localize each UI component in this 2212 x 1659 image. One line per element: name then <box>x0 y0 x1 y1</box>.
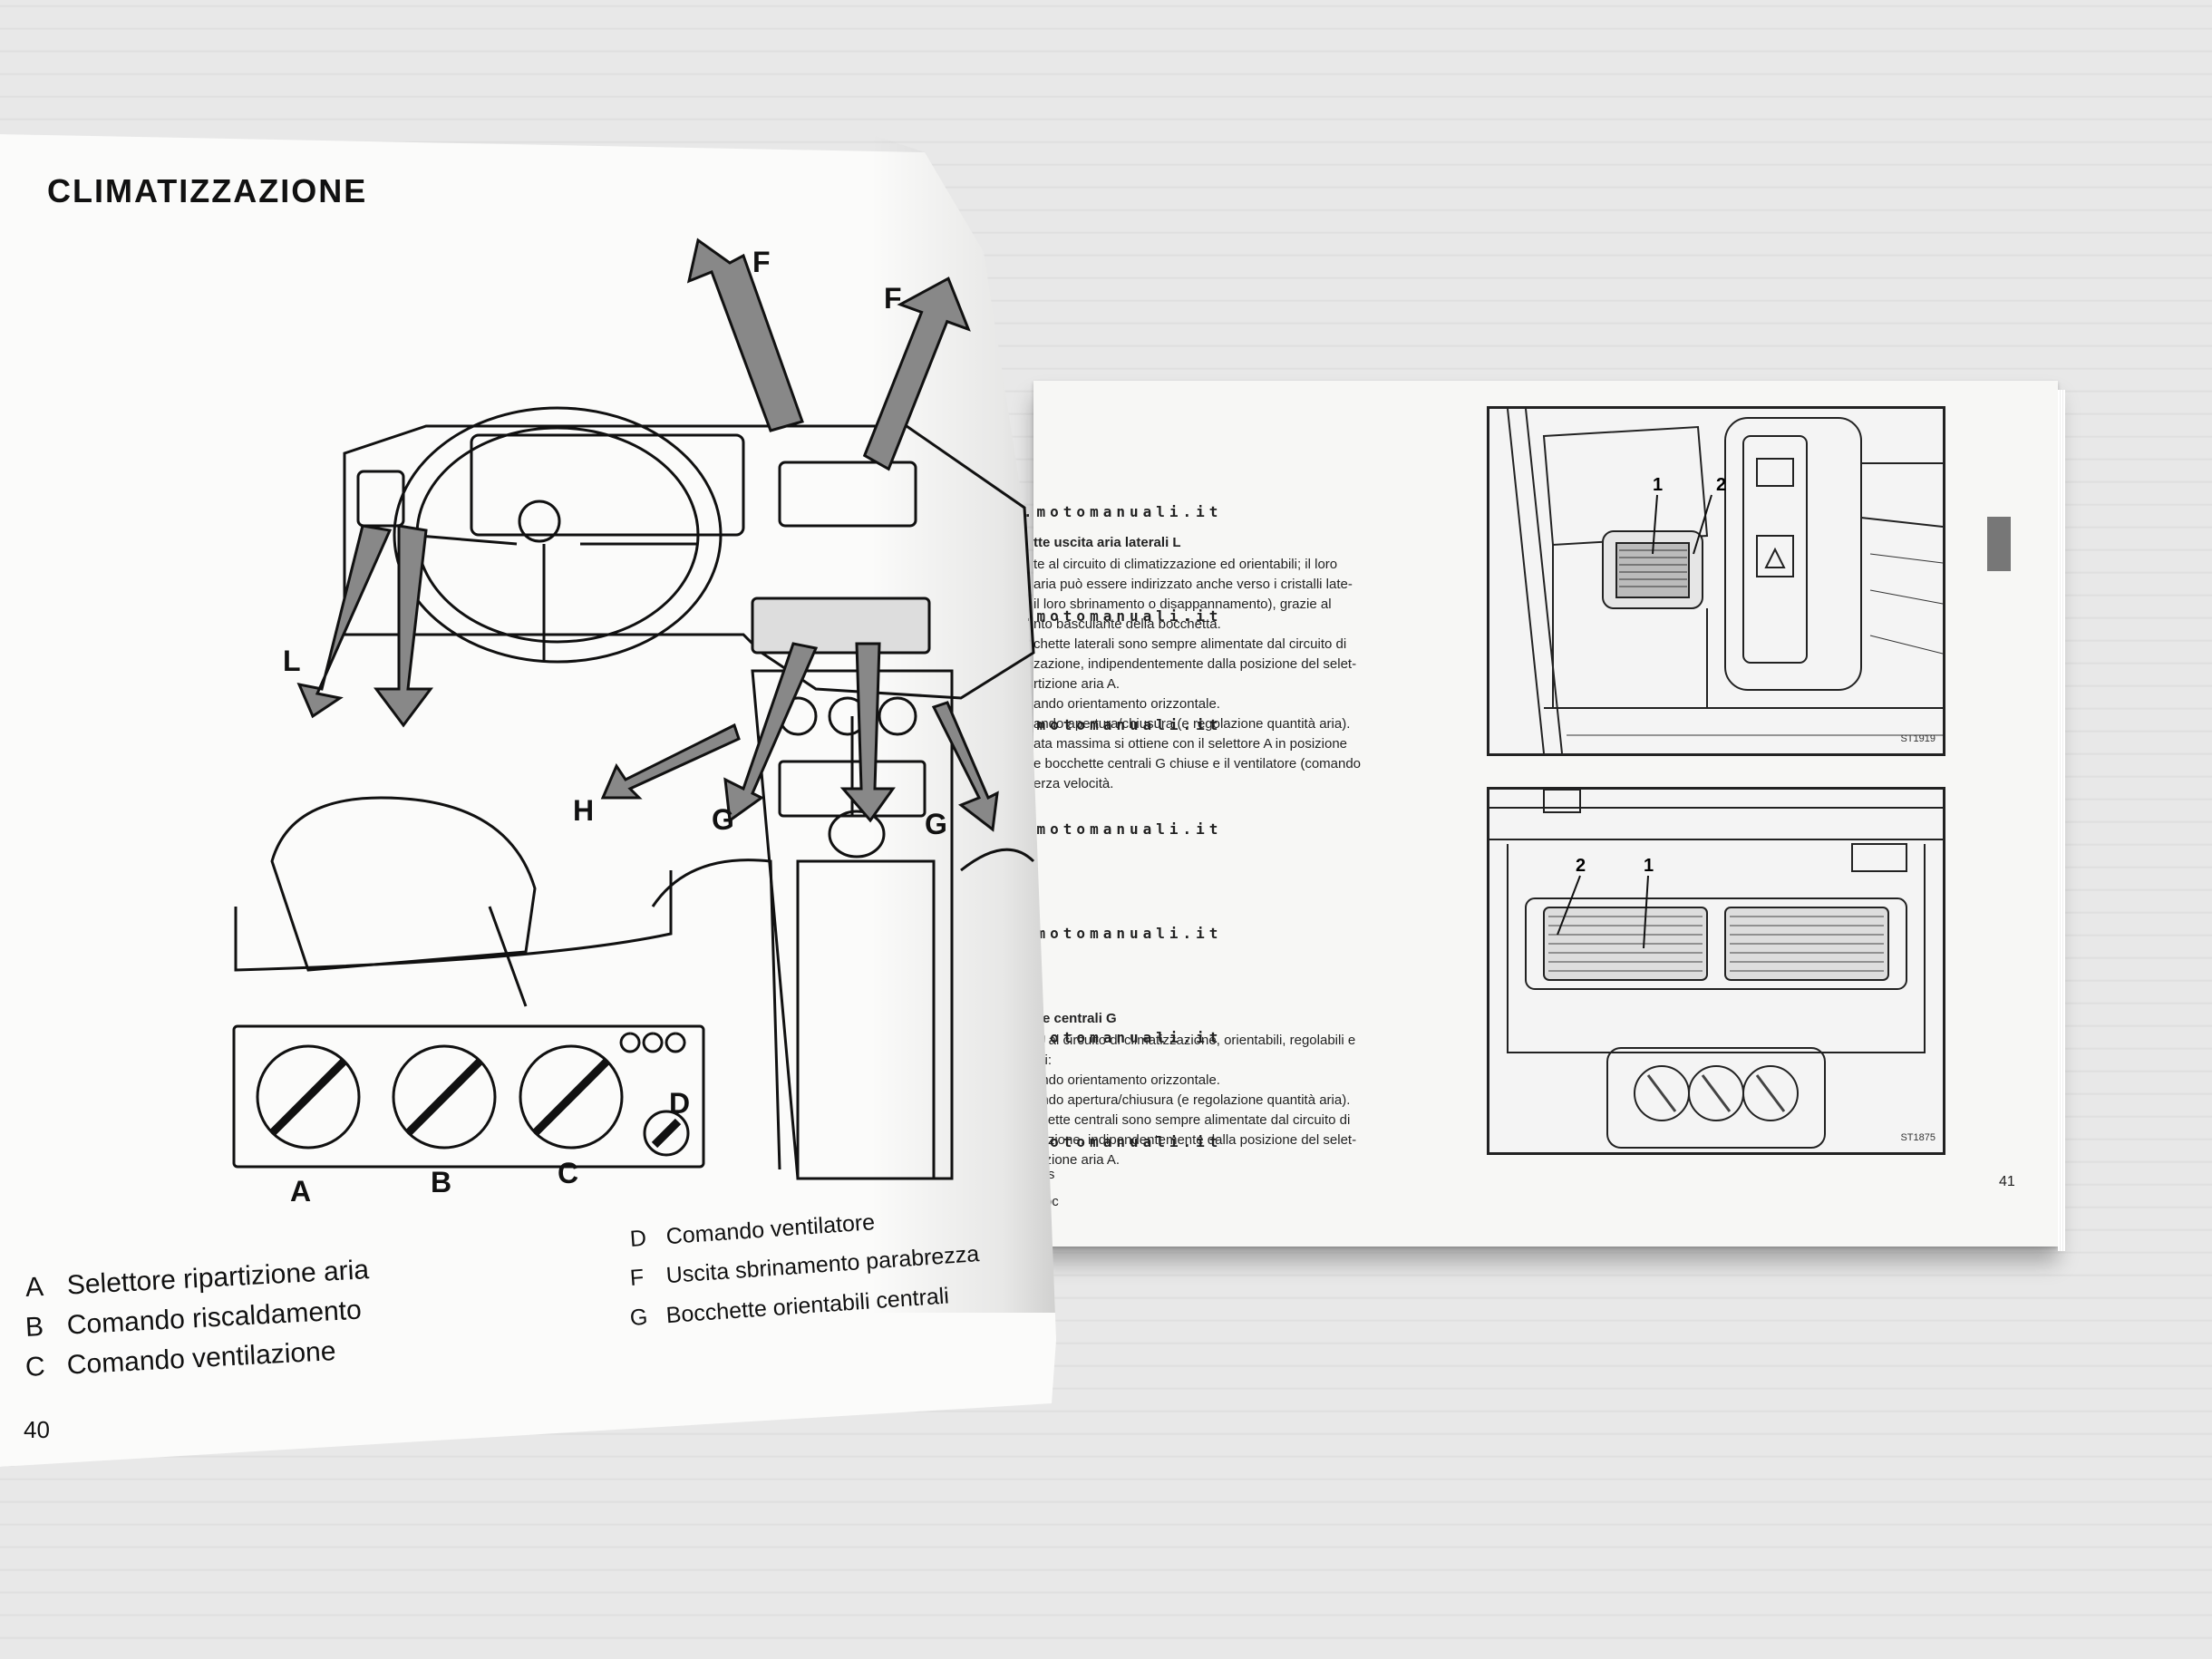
section2-line: zazione, indipendentemente dalla posizio… <box>1033 1132 1357 1148</box>
figure2-code: ST1875 <box>1900 1132 1936 1143</box>
section2-heading: tte centrali G <box>1033 1011 1117 1026</box>
section2-line: te al circuito di climatizzazione, orien… <box>1033 1033 1356 1048</box>
section1-line: il loro sbrinamento o disappannamento), … <box>1033 597 1332 612</box>
figure1-code: ST1919 <box>1900 733 1936 744</box>
left-page-number: 40 <box>24 1416 50 1443</box>
page-curl-shadow <box>870 134 1056 1313</box>
section1-line: te al circuito di climatizzazione ed ori… <box>1033 557 1338 572</box>
section1-line: ando orientamento orizzontale. <box>1033 696 1220 712</box>
center-vents-drawing: 2 1 <box>1489 790 1943 1152</box>
fig1-callout-2: 2 <box>1716 475 1726 495</box>
watermark-text: www.motomanuali.it <box>984 716 1223 733</box>
fig2-callout-2: 2 <box>1576 856 1586 876</box>
fig1-callout-1: 1 <box>1653 475 1663 495</box>
figure-center-vents: 2 1 ST1875 <box>1487 787 1945 1155</box>
section1-line: ando apertura/chiusura (e regolazione qu… <box>1033 716 1351 732</box>
section1-line: rtizione aria A. <box>1033 676 1121 692</box>
section2-line: nti: <box>1033 1051 1432 1071</box>
section1-line: aria può essere indirizzato anche verso … <box>1033 577 1353 592</box>
section1-line: e bocchette centrali G chiuse e il venti… <box>1033 756 1362 771</box>
right-page: tte uscita aria laterali L te al circuit… <box>1024 381 2065 1251</box>
watermark-text: www.motomanuali.it <box>984 607 1223 625</box>
section2-line: ando apertura/chiusura (e regolazione qu… <box>1033 1092 1351 1108</box>
watermark-text: www.motomanuali.it <box>984 820 1223 838</box>
section1-line: chette laterali sono sempre alimentate d… <box>1033 636 1347 652</box>
watermark-text: www.motomanuali.it <box>984 925 1223 942</box>
section1-line: erza velocità. <box>1033 776 1114 791</box>
legend-key: A <box>24 1271 44 1303</box>
figure-side-vent: 1 2 ST1919 <box>1487 406 1945 756</box>
section2-line: chette centrali sono sempre alimentate d… <box>1033 1112 1351 1128</box>
section1-heading: tte uscita aria laterali L <box>1033 535 1181 550</box>
side-vent-drawing: 1 2 <box>1489 409 1943 753</box>
legend-key: F <box>628 1264 645 1291</box>
legend-key: C <box>24 1351 46 1382</box>
right-page-number: 41 <box>1999 1174 2015 1189</box>
section2-line: rtizione aria A. <box>1033 1152 1121 1168</box>
chapter-tab <box>1987 517 2011 571</box>
page-title: CLIMATIZZAZIONE <box>47 172 368 209</box>
fig2-callout-1: 1 <box>1644 856 1654 876</box>
section2-line: ando orientamento orizzontale. <box>1033 1072 1220 1088</box>
section1-line: zazione, indipendentemente dalla posizio… <box>1033 656 1357 672</box>
watermark-text: www.motomanuali.it <box>984 503 1223 520</box>
section1-line: nto basculante della bocchetta. <box>1033 616 1221 632</box>
legend-key: B <box>24 1311 44 1343</box>
legend-key: G <box>628 1304 649 1331</box>
legend-key: D <box>628 1225 647 1252</box>
section1-line: ata massima si ottiene con il selettore … <box>1033 736 1348 752</box>
